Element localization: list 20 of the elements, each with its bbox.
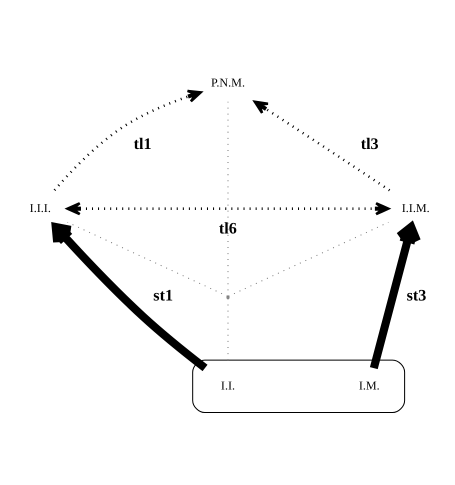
edge-label: st1 bbox=[152, 286, 173, 304]
connector bbox=[66, 221, 228, 296]
node-text: I.I.I. bbox=[29, 200, 50, 214]
cluster bbox=[192, 359, 405, 413]
node-text: I.M. bbox=[358, 378, 380, 392]
edge-label: tl6 bbox=[218, 220, 236, 238]
edge-label: tl1 bbox=[133, 135, 152, 152]
arrow bbox=[66, 201, 390, 215]
edge-label: st3 bbox=[406, 286, 426, 304]
edge-label: tl3 bbox=[360, 135, 378, 152]
node-text: P.N.M. bbox=[210, 75, 244, 90]
node-text: I.I. bbox=[220, 378, 235, 392]
arrow bbox=[369, 222, 420, 369]
arrow bbox=[53, 89, 202, 191]
node-point bbox=[226, 295, 230, 299]
connector bbox=[227, 298, 228, 360]
node-text: I.I.M. bbox=[401, 200, 430, 214]
arrow bbox=[51, 222, 208, 371]
arrow bbox=[253, 100, 390, 191]
connector bbox=[228, 221, 388, 296]
